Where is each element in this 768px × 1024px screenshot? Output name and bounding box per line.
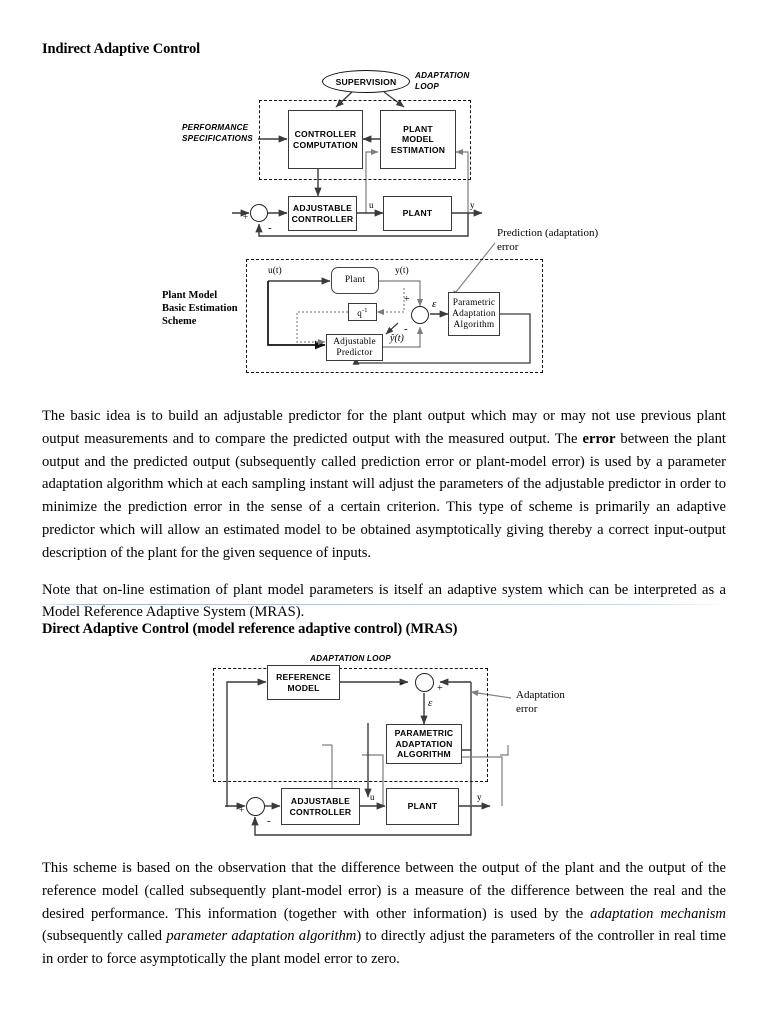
- signal-y-label-2: y: [477, 792, 482, 802]
- figure1-arrow-layer: [232, 91, 531, 365]
- sum-minus-sign-3: -: [267, 815, 271, 827]
- performance-specifications-label: PERFORMANCE SPECIFICATIONS: [182, 123, 253, 143]
- controller-computation-block: CONTROLLER COMPUTATION: [288, 110, 363, 169]
- adaptation-loop-label: ADAPTATION LOOP: [415, 71, 470, 91]
- plant-label-1: PLANT: [402, 208, 433, 219]
- section-divider-rule: [42, 604, 726, 605]
- epsilon-label-2: ε: [428, 697, 433, 709]
- plant-model-estimation-label: PLANT MODEL ESTIMATION: [390, 123, 446, 155]
- paragraph-direct-scheme: This scheme is based on the observation …: [42, 857, 726, 971]
- adaptation-loop-boundary: [259, 100, 471, 180]
- text-run: between the plant output and the predict…: [42, 430, 726, 561]
- page-title-direct-adaptive-control: Direct Adaptive Control (model reference…: [42, 621, 458, 637]
- adjustable-predictor-label: Adjustable Predictor: [333, 336, 376, 358]
- signal-u-label-2: u: [370, 792, 375, 802]
- epsilon-label-1: ε: [432, 298, 437, 310]
- adaptation-loop-boundary-2: [213, 668, 488, 782]
- unit-delay-label: q-1: [357, 307, 368, 318]
- adaptation-loop-label-2: ADAPTATION LOOP: [310, 654, 391, 663]
- text-run: error: [582, 430, 616, 447]
- adjustable-predictor-block: Adjustable Predictor: [326, 334, 383, 361]
- text-run: parameter adaptation algorithm: [166, 928, 357, 945]
- sum-minus-sign-2: -: [400, 677, 404, 689]
- text-run: (subsequently called: [42, 928, 167, 945]
- sum-minus-sign-1: -: [268, 222, 272, 234]
- paragraph-basic-idea: The basic idea is to build an adjustable…: [42, 405, 726, 565]
- section1-body: The basic idea is to build an adjustable…: [42, 405, 726, 638]
- signal-y-t-label: y(t): [395, 266, 409, 276]
- page-title-indirect-adaptive-control: Indirect Adaptive Control: [42, 41, 201, 57]
- reference-model-block: REFERENCE MODEL: [267, 665, 340, 700]
- paragraph-online-estimation: Note that on-line estimation of plant mo…: [42, 579, 726, 625]
- plant-label-2: PLANT: [407, 801, 438, 812]
- section2-body: This scheme is based on the observation …: [42, 857, 726, 985]
- figure-indirect-adaptive-control: SUPERVISION ADAPTATION LOOP PERFORMANCE …: [0, 0, 768, 400]
- inner-plant-block: Plant: [331, 267, 379, 294]
- text-run: The basic idea is to build an adjustable…: [42, 408, 726, 447]
- inner-plant-label: Plant: [344, 275, 366, 285]
- plant-model-estimation-block: PLANT MODEL ESTIMATION: [380, 110, 456, 169]
- adjustable-controller-label-1: ADJUSTABLE CONTROLLER: [291, 203, 354, 224]
- unit-delay-block: q-1: [348, 303, 377, 321]
- parametric-adaptation-algorithm-label-1: Parametric Adaptation Algorithm: [452, 297, 496, 330]
- plant-model-estimation-scheme-boundary: [246, 259, 543, 373]
- summing-junction-inner: [411, 306, 429, 324]
- signal-u-label-1: u: [369, 200, 374, 210]
- prediction-error-annotation: Prediction (adaptation) error: [497, 227, 599, 253]
- plant-model-scheme-caption: Plant Model Basic Estimation Scheme: [162, 290, 238, 327]
- text-run: ) to directly adjust the parameters of t…: [42, 928, 726, 968]
- text-run: adaptation mechanism: [590, 905, 726, 922]
- signal-y-label-1: y: [470, 200, 475, 210]
- plant-block-2: PLANT: [386, 788, 459, 825]
- adjustable-controller-label-2: ADJUSTABLE CONTROLLER: [289, 796, 352, 817]
- text-run: Note that on-line estimation of plant mo…: [42, 581, 726, 621]
- parametric-adaptation-algorithm-block-1: Parametric Adaptation Algorithm: [448, 292, 500, 336]
- controller-computation-label: CONTROLLER COMPUTATION: [293, 129, 358, 150]
- reference-model-label: REFERENCE MODEL: [276, 672, 331, 693]
- adaptation-error-annotation: Adaptation error: [516, 689, 565, 715]
- supervision-label: SUPERVISION: [335, 76, 397, 87]
- parametric-adaptation-algorithm-label-2: PARAMETRIC ADAPTATION ALGORITHM: [394, 728, 454, 760]
- sum-plus-sign-2: +: [437, 683, 443, 694]
- figure-direct-adaptive-control: ADAPTATION LOOP REFERENCE MODEL - + ε PA…: [0, 645, 768, 845]
- sum-plus-sign-3: +: [239, 805, 245, 815]
- inner-sum-minus: -: [404, 323, 408, 335]
- adjustable-controller-block-1: ADJUSTABLE CONTROLLER: [288, 196, 357, 231]
- summing-junction-2: [415, 673, 434, 692]
- supervision-block: SUPERVISION: [322, 70, 410, 93]
- inner-sum-plus: +: [404, 294, 410, 305]
- summing-junction-3: [246, 797, 265, 816]
- parametric-adaptation-algorithm-block-2: PARAMETRIC ADAPTATION ALGORITHM: [386, 724, 462, 764]
- adjustable-controller-block-2: ADJUSTABLE CONTROLLER: [281, 788, 360, 825]
- sum-plus-sign-1: +: [243, 212, 249, 222]
- signal-u-t-label: u(t): [268, 266, 282, 276]
- text-run: This scheme is based on the observation …: [42, 860, 726, 922]
- plant-block-1: PLANT: [383, 196, 452, 231]
- signal-yhat-label: ŷ(t): [390, 333, 404, 344]
- summing-junction-1: [250, 204, 268, 222]
